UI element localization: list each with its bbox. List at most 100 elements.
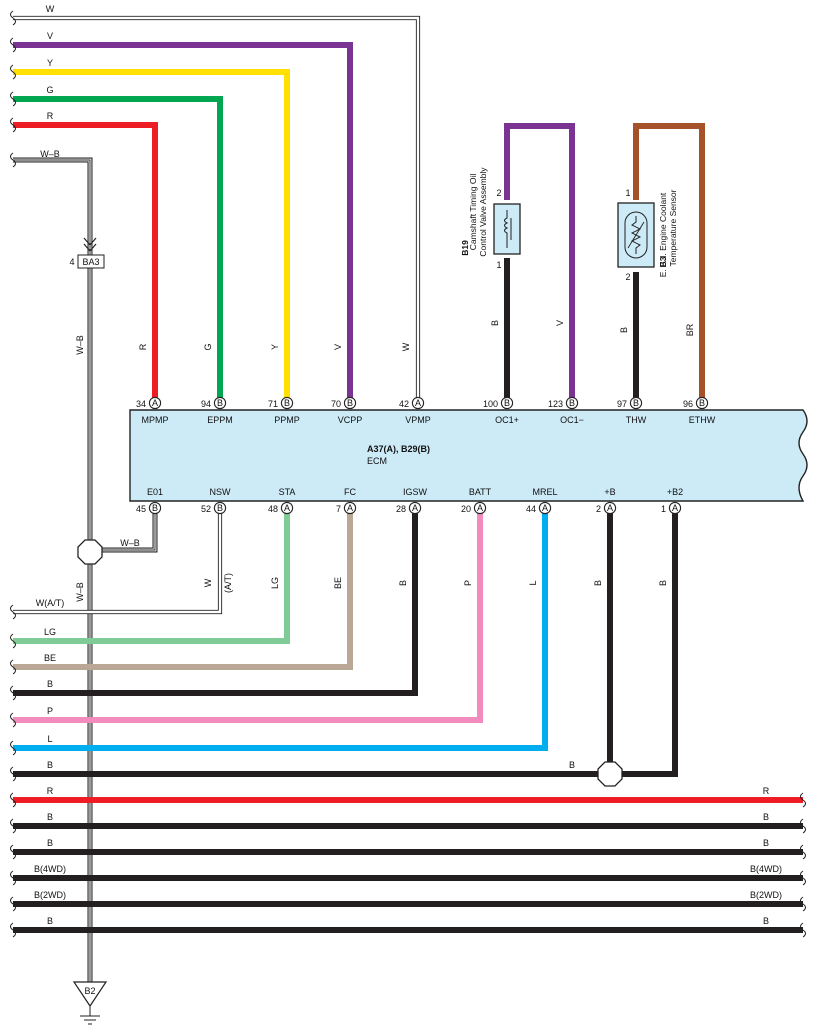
wire-break-b-3 [10, 685, 16, 701]
label-nsw: W [203, 578, 213, 587]
wire-break-t-2 [10, 844, 16, 860]
wire-label-through-right-0: R [763, 786, 770, 796]
ecm-bottom-pin-nsw-letter: B [217, 503, 223, 513]
wire-break-4 [10, 117, 16, 133]
wire-fc [13, 512, 353, 670]
ground-b2-triangle [72, 981, 108, 1008]
wire-break-tr-0 [800, 792, 806, 808]
sensor-b3-line1: E. F. I. Engine Coolant [658, 192, 668, 277]
wire-break-0 [10, 10, 16, 26]
ecm-bottom-pin-batt [473, 501, 487, 515]
ecm-bottom-pin-mrel [538, 501, 552, 515]
sensor-b3-thermistor [624, 211, 648, 259]
ecm-top-pin-oc1 [565, 396, 579, 410]
wire-break-b-2 [10, 659, 16, 675]
label-vcpp: V [333, 344, 343, 350]
label-sta: LG [270, 577, 280, 589]
ecm-bottom-pin-batt-letter: A [477, 503, 483, 513]
ecm-top-pin-num-0: 34 [136, 399, 146, 409]
wire-label-bottom-0: W(A/T) [36, 598, 65, 608]
sensor-b19-line1: Camshaft Timing Oil [468, 174, 478, 251]
ecm-top-pin-thw-letter: B [633, 398, 639, 408]
wire-r-mpmp [13, 122, 158, 398]
ecm-top-pin-num-1: 94 [201, 399, 211, 409]
wire-break-b-0 [10, 604, 16, 620]
wire-g-eppm [13, 96, 223, 398]
wire-break-t-4 [10, 896, 16, 912]
ecm-top-pin-num-2: 71 [268, 399, 278, 409]
wire-label-bottom-5: L [47, 734, 52, 744]
wire-b19-oc1m [504, 123, 575, 398]
ecm-body [129, 409, 808, 502]
ecm-top-pin-thw [629, 396, 643, 410]
label-thw: B [619, 327, 629, 333]
wire-label-through-left-1: B [47, 812, 53, 822]
wire-break-t-1 [10, 818, 16, 834]
wire-b3-ethw [633, 123, 705, 398]
ecm-bottom-pin-fc-letter: A [347, 503, 353, 513]
ecm-bottom-pin-num-3: 7 [336, 504, 341, 514]
ecm-top-pin-oc1-letter: B [504, 398, 510, 408]
ecm-top-pin-num-7: 97 [617, 399, 627, 409]
wire-label-bottom-1: LG [44, 627, 56, 637]
wire-label-through-left-2: B [47, 838, 53, 848]
ecm-bottom-pin-name-8: +B2 [667, 487, 683, 497]
label-igsw: B [398, 580, 408, 586]
ecm-bottom-pin-num-5: 20 [461, 504, 471, 514]
ecm-top-pin-eppm-letter: B [217, 398, 223, 408]
ecm-bottom-pin-name-3: FC [344, 487, 356, 497]
label-pb: B [593, 580, 603, 586]
label-batt: P [463, 580, 473, 586]
wire-break-t-3 [10, 870, 16, 886]
ecm-bottom-pin-name-1: NSW [210, 487, 232, 497]
wire-break-t-0 [10, 792, 16, 808]
wire-pb2 [610, 512, 678, 777]
wire-label-through-right-3: B(4WD) [750, 864, 782, 874]
ecm-bottom-pin-b2-letter: A [672, 503, 678, 513]
ecm-bottom-pin-name-0: E01 [147, 487, 163, 497]
ecm-bottom-pin-name-6: MREL [532, 487, 557, 497]
wire-label-bottom-6: B [47, 760, 53, 770]
wire-break-b-4 [10, 712, 16, 728]
junction-b-label: B [569, 760, 575, 770]
ecm-top-pin-name-2: PPMP [274, 415, 300, 425]
label-ethw: BR [685, 323, 695, 336]
ecm-bottom-pin-sta-letter: A [284, 503, 290, 513]
ecm-top-pin-name-8: ETHW [689, 415, 716, 425]
wire-y-ppmp [13, 69, 290, 398]
wire-break-b-1 [10, 633, 16, 649]
wire-label-top-2: Y [47, 58, 53, 68]
ecm-top-pin-num-8: 96 [683, 399, 693, 409]
wire-label-through-right-2: B [763, 838, 769, 848]
wire-nsw [13, 512, 223, 615]
ecm-bottom-pin-b-letter: A [607, 503, 613, 513]
sensor-b19-pin-bottom: 1 [496, 260, 501, 270]
label-wb-trunk: W–B [75, 335, 85, 355]
wire-break-tr-4 [800, 896, 806, 912]
wire-label-through-left-5: B [47, 916, 53, 926]
label-e01: W–B [120, 538, 140, 548]
arrow-chevron-2 [83, 243, 97, 252]
ecm-top-pin-num-4: 42 [399, 399, 409, 409]
sensor-b19-line2: Control Valve Assembly [478, 167, 488, 257]
wire-break-wb [10, 152, 16, 168]
label-pb2: B [658, 580, 668, 586]
ecm-top-pin-num-6: 123 [548, 399, 563, 409]
wire-break-1 [10, 37, 16, 53]
wire-igsw [13, 512, 418, 696]
sensor-b3-pin-bottom: 2 [625, 272, 630, 282]
wire-label-through-right-1: B [763, 812, 769, 822]
wire-label-top-0: W [46, 4, 55, 14]
wire-e01-tracer [90, 512, 156, 551]
ecm-top-pin-name-0: MPMP [142, 415, 169, 425]
ecm-bottom-pin-igsw [408, 501, 422, 515]
ecm-top-pin-oc1 [500, 396, 514, 410]
connector-ba3-name: BA3 [82, 257, 99, 267]
ecm-title: A37(A), B29(B) [367, 444, 430, 454]
ecm-top-pin-vpmp [411, 396, 425, 410]
ecm-top-pin-ethw-letter: B [699, 398, 705, 408]
ecm-bottom-pin-igsw-letter: A [412, 503, 418, 513]
ecm-bottom-pin-sta [280, 501, 294, 515]
